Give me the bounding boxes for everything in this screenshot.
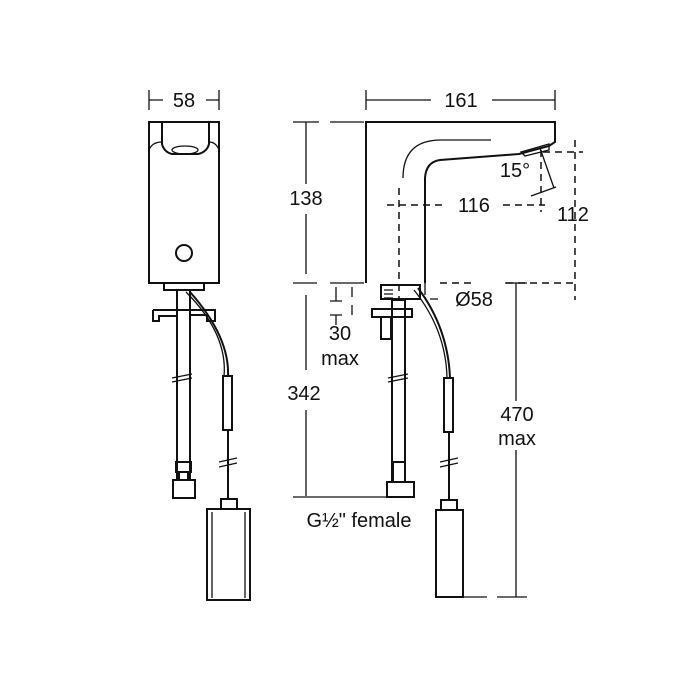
side-supply-hose [391,299,406,483]
dim-side-length: 161 [444,90,477,112]
dim-spray-angle: 15° [500,160,530,182]
dim-supply-length: 342 [287,383,320,405]
dim-spout-height: 138 [289,188,322,210]
dim-spout-clearance: 112 [557,204,589,226]
front-supply-hose [176,289,191,481]
side-view [293,90,583,598]
dim-front-width: 58 [173,90,195,112]
dim-deck-thickness-suffix: max [321,348,359,370]
dim-base-diameter: Ø58 [455,289,493,311]
dim-sensor-reach: 116 [458,195,490,217]
sensor-icon [175,244,193,262]
front-control-box [206,508,251,601]
dim-deck-thickness: 30 [329,323,351,345]
dim-overall-length: 470 [500,404,533,426]
dim-overall-length-suffix: max [498,428,536,450]
side-body [365,121,556,283]
front-view [148,90,251,601]
side-control-box [435,509,464,598]
connection-label: G½" female [307,510,412,532]
